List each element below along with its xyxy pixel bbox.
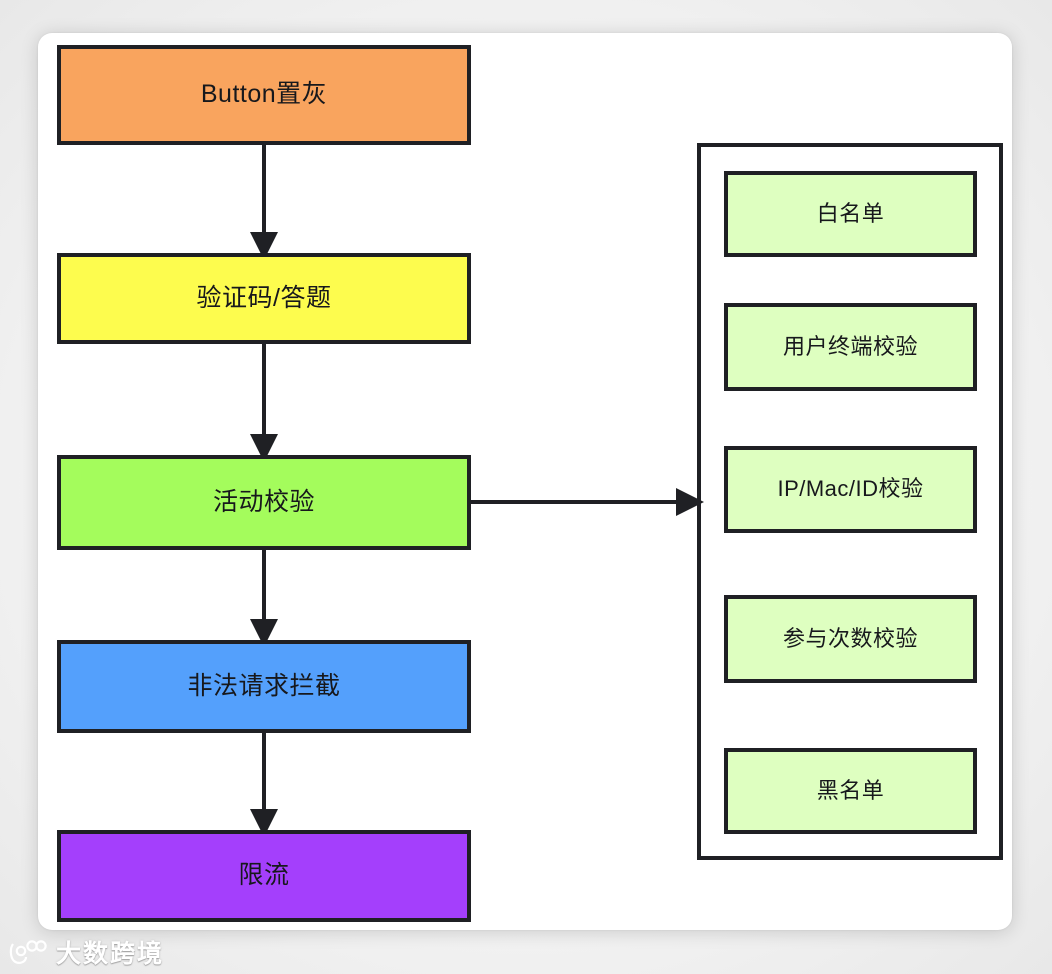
flow-node-n2[interactable]: 验证码/答题 (57, 253, 471, 344)
panel-node-p4[interactable]: 参与次数校验 (724, 595, 977, 683)
panel-node-p5[interactable]: 黑名单 (724, 748, 977, 834)
flow-node-n3[interactable]: 活动校验 (57, 455, 471, 550)
validation-group-panel (697, 143, 1003, 860)
panel-outline-layer (697, 143, 1003, 860)
flow-node-n1[interactable]: Button置灰 (57, 45, 471, 145)
edges-layer (250, 145, 704, 837)
node-label: Button置灰 (200, 80, 328, 109)
node-label: 限流 (238, 861, 290, 890)
node-label: 活动校验 (212, 487, 315, 516)
flow-node-n4[interactable]: 非法请求拦截 (57, 640, 471, 733)
panel-node-p1[interactable]: 白名单 (724, 171, 977, 257)
node-label: IP/Mac/ID校验 (777, 476, 924, 502)
node-label: 非法请求拦截 (187, 671, 341, 700)
node-label: 黑名单 (816, 777, 885, 803)
node-label: 验证码/答题 (196, 283, 332, 312)
node-label: 白名单 (816, 200, 885, 226)
panel-node-p3[interactable]: IP/Mac/ID校验 (724, 446, 977, 533)
panel-node-p2[interactable]: 用户终端校验 (724, 303, 977, 391)
node-label: 参与次数校验 (782, 625, 918, 651)
node-label: 用户终端校验 (782, 333, 918, 359)
flow-node-n5[interactable]: 限流 (57, 830, 471, 922)
